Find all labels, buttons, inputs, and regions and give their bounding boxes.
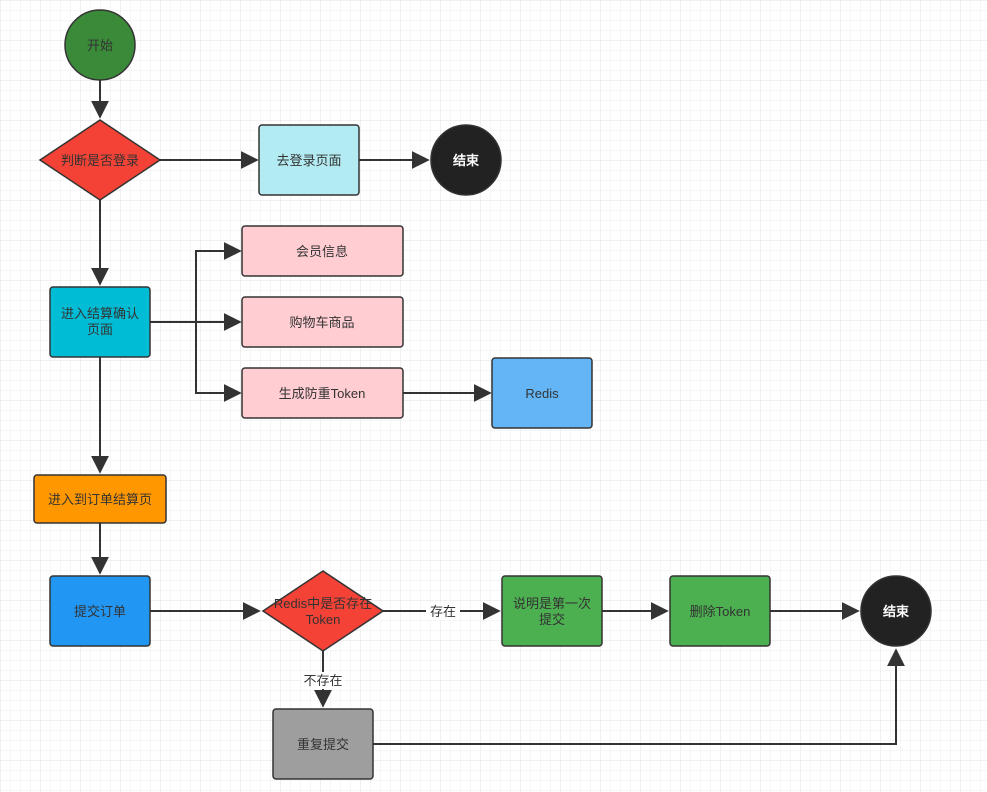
first-submit-label-line2: 提交: [539, 612, 565, 627]
delete-token-node[interactable]: [669, 575, 771, 647]
edge-confirm-to-member: [195, 242, 242, 322]
edge-confirm-to-token: [195, 322, 242, 402]
edge-label-exists: 存在: [430, 604, 456, 619]
cart-items-node[interactable]: [241, 296, 404, 348]
edge-label-not-exists: 不存在: [303, 673, 342, 688]
repeat-submit-label: 重复提交: [297, 737, 349, 752]
delete-token-label: 删除Token: [690, 604, 751, 619]
member-info-node[interactable]: [241, 225, 404, 277]
goto-login-label: 去登录页面: [276, 153, 341, 168]
edge-repeat-to-end: [373, 648, 905, 745]
enter-confirm-label-line1: 进入结算确认: [61, 306, 139, 321]
gen-token-node[interactable]: [241, 367, 404, 419]
member-info-label: 会员信息: [296, 244, 348, 259]
redis-node[interactable]: [491, 357, 593, 429]
end-top-label: 结束: [453, 153, 480, 168]
enter-confirm-node[interactable]: [49, 286, 151, 358]
gen-token-label: 生成防重Token: [279, 386, 366, 401]
redis-check-label-line2: Token: [306, 612, 341, 627]
end-bottom-label: 结束: [883, 604, 910, 619]
check-login-node[interactable]: [38, 119, 162, 201]
enter-confirm-label-line2: 页面: [87, 322, 113, 337]
first-submit-node[interactable]: [501, 575, 603, 647]
check-login-label: 判断是否登录: [61, 153, 139, 168]
enter-checkout-label: 进入到订单结算页: [48, 492, 152, 507]
repeat-submit-node[interactable]: [272, 708, 374, 780]
redis-label: Redis: [525, 386, 559, 401]
start-node[interactable]: [64, 9, 136, 81]
start-label: 开始: [87, 38, 113, 53]
end-bottom-node[interactable]: [860, 575, 932, 647]
edge-label-not-exists-bg: [301, 672, 345, 689]
enter-checkout-node[interactable]: [33, 474, 167, 524]
goto-login-node[interactable]: [258, 124, 360, 196]
redis-check-node[interactable]: [261, 570, 385, 652]
redis-check-label-line1: Redis中是否存在: [274, 596, 372, 611]
submit-order-label: 提交订单: [74, 604, 126, 619]
end-top-node[interactable]: [430, 124, 502, 196]
cart-items-label: 购物车商品: [289, 315, 354, 330]
submit-order-node[interactable]: [49, 575, 151, 647]
first-submit-label-line1: 说明是第一次: [513, 596, 591, 611]
edge-label-exists-bg: [426, 603, 460, 620]
